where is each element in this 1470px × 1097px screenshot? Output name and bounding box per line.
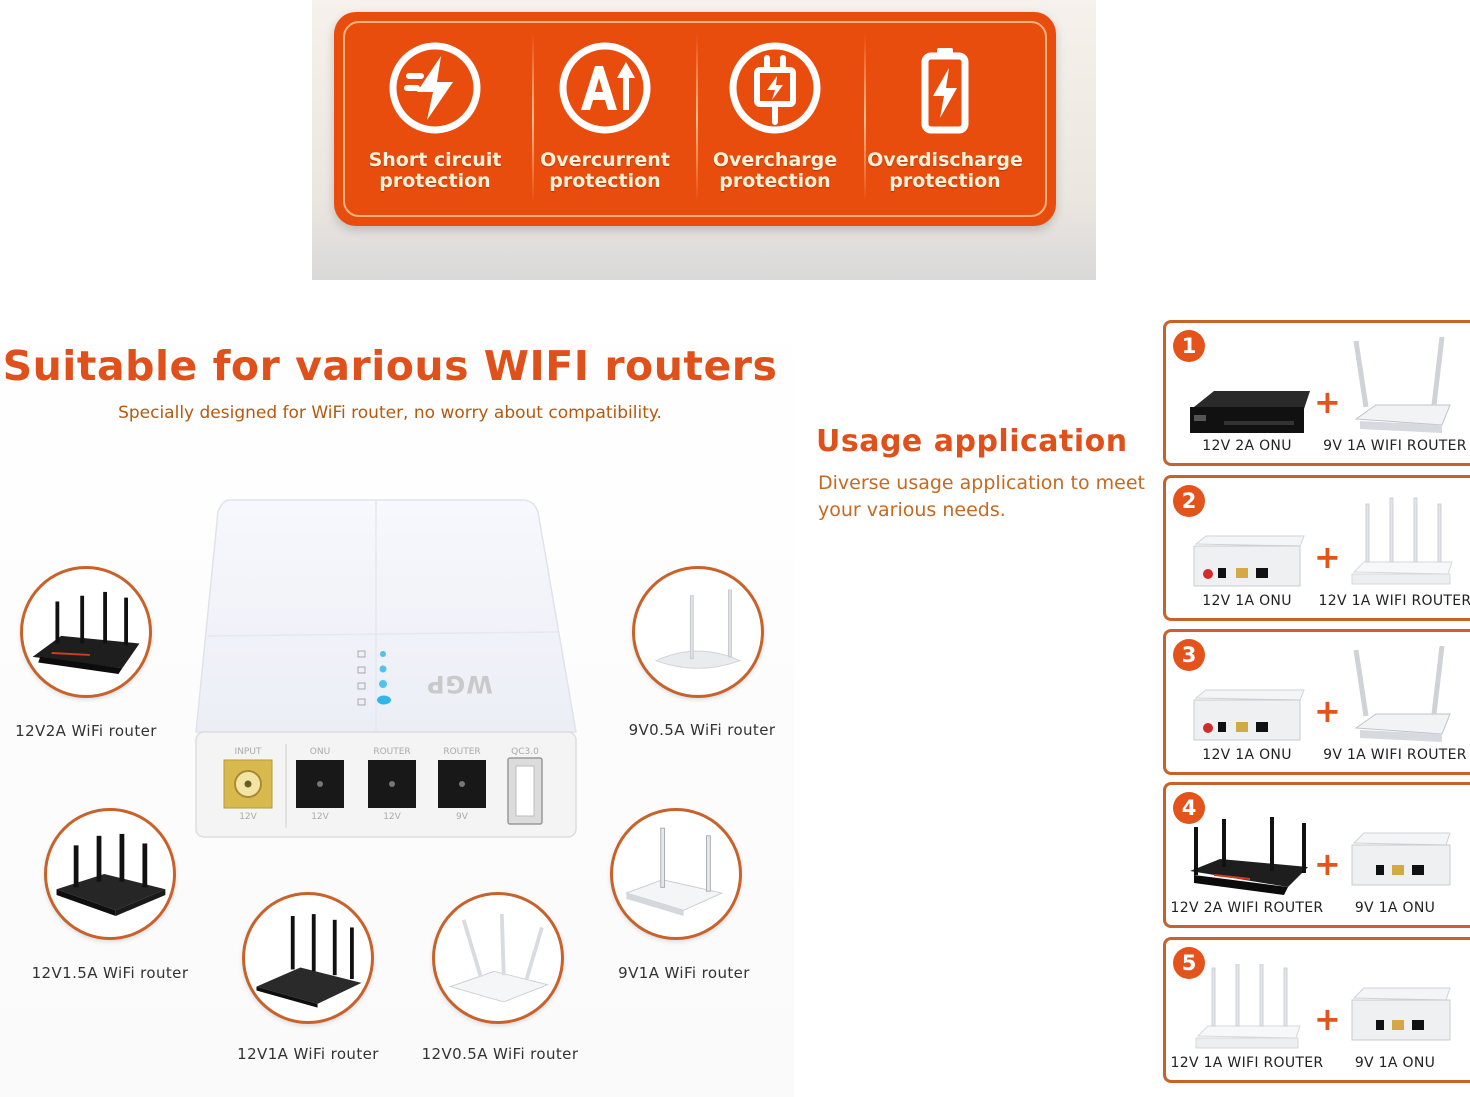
port-voltage: 12V: [239, 812, 257, 822]
plus-sign: +: [1314, 845, 1341, 883]
plus-sign: +: [1314, 538, 1341, 576]
plus-sign: +: [1314, 383, 1341, 421]
usage-combo-3: 3 + 12V 1A ONU 9V 1A WIFI ROUTER: [1163, 629, 1470, 775]
router-image: [1346, 337, 1458, 437]
router-image: [1346, 492, 1458, 592]
plus-sign: +: [1314, 692, 1341, 730]
plus-sign: +: [1314, 1000, 1341, 1038]
router-label: 9V0.5A WiFi router: [628, 721, 776, 739]
combo-left-label: 12V 1A WIFI ROUTER: [1170, 1055, 1324, 1071]
router-label: 12V1.5A WiFi router: [31, 964, 189, 982]
router-label: 12V0.5A WiFi router: [421, 1045, 579, 1063]
routers-section-subtitle: Specially designed for WiFi router, no w…: [118, 403, 662, 423]
combo-left-label: 12V 2A ONU: [1202, 438, 1292, 454]
combo-number-badge: 5: [1173, 947, 1205, 979]
combo-number-badge: 3: [1173, 639, 1205, 671]
router-label: 9V1A WiFi router: [618, 964, 750, 982]
usage-combo-5: 5 + 12V 1A WIFI ROUTER 9V 1A ONU: [1163, 937, 1470, 1083]
onu-image: [1346, 954, 1458, 1054]
port-voltage: 9V: [456, 812, 468, 822]
router-image: [1184, 809, 1312, 899]
combo-right-label: 9V 1A ONU: [1354, 1055, 1436, 1071]
router-image: [1184, 964, 1312, 1054]
onu-image: [1346, 799, 1458, 899]
usage-section-title: Usage application: [816, 424, 1128, 459]
port-label: ROUTER: [373, 747, 411, 757]
usage-combo-2: 2 + 12V 1A ONU 12V 1A WIFI ROUTER: [1163, 475, 1470, 621]
plug-charge-circle-icon: [729, 42, 821, 134]
combo-left-label: 12V 2A WIFI ROUTER: [1170, 900, 1324, 916]
combo-right-label: 9V 1A ONU: [1354, 900, 1436, 916]
port-label: QC3.0: [511, 747, 539, 757]
ups-device-image: WGP INPUT ONU ROUTER ROUTER QC3.0 12V 12…: [190, 492, 580, 842]
ai-arrow-circle-icon: [559, 42, 651, 134]
router-label: 12V2A WiFi router: [15, 722, 157, 740]
banner-divider: [864, 34, 866, 202]
combo-right-label: 12V 1A WIFI ROUTER: [1318, 593, 1470, 609]
combo-left-label: 12V 1A ONU: [1202, 747, 1292, 763]
combo-left-label: 12V 1A ONU: [1202, 593, 1292, 609]
router-image-12v15a: [44, 808, 176, 940]
router-label: 12V1A WiFi router: [237, 1045, 379, 1063]
battery-bolt-icon: [921, 48, 969, 134]
device-logo: WGP: [426, 670, 493, 698]
banner-inner-border: [343, 21, 1047, 217]
usage-section-description: Diverse usage application to meet your v…: [818, 472, 1145, 521]
combo-number-badge: 2: [1173, 485, 1205, 517]
combo-number-badge: 1: [1173, 330, 1205, 362]
port-label: ONU: [309, 747, 331, 757]
routers-section-title: Suitable for various WIFI routers: [2, 342, 778, 390]
router-image-12v05a: [432, 892, 564, 1024]
router-image-12v1a: [242, 892, 374, 1024]
router-image-12v2a: [20, 566, 152, 698]
onu-image: [1184, 347, 1312, 437]
combo-right-label: 9V 1A WIFI ROUTER: [1323, 438, 1467, 454]
banner-divider: [532, 34, 534, 202]
router-image: [1346, 646, 1458, 746]
banner-divider: [696, 34, 698, 202]
lightning-circle-icon: [389, 42, 481, 134]
usage-combo-1: 1 + 12V 2A ONU 9V 1A WIFI ROUTER: [1163, 320, 1470, 466]
combo-right-label: 9V 1A WIFI ROUTER: [1323, 747, 1467, 763]
combo-number-badge: 4: [1173, 792, 1205, 824]
router-image-9v05a: [632, 566, 764, 698]
router-image-9v1a: [610, 808, 742, 940]
onu-image: [1184, 656, 1312, 746]
onu-image: [1184, 502, 1312, 592]
port-voltage: 12V: [311, 812, 329, 822]
port-voltage: 12V: [383, 812, 401, 822]
usage-combo-4: 4 + 12V 2A WIFI ROUTER 9V 1A ONU: [1163, 782, 1470, 928]
port-label: INPUT: [234, 747, 262, 757]
port-label: ROUTER: [443, 747, 481, 757]
